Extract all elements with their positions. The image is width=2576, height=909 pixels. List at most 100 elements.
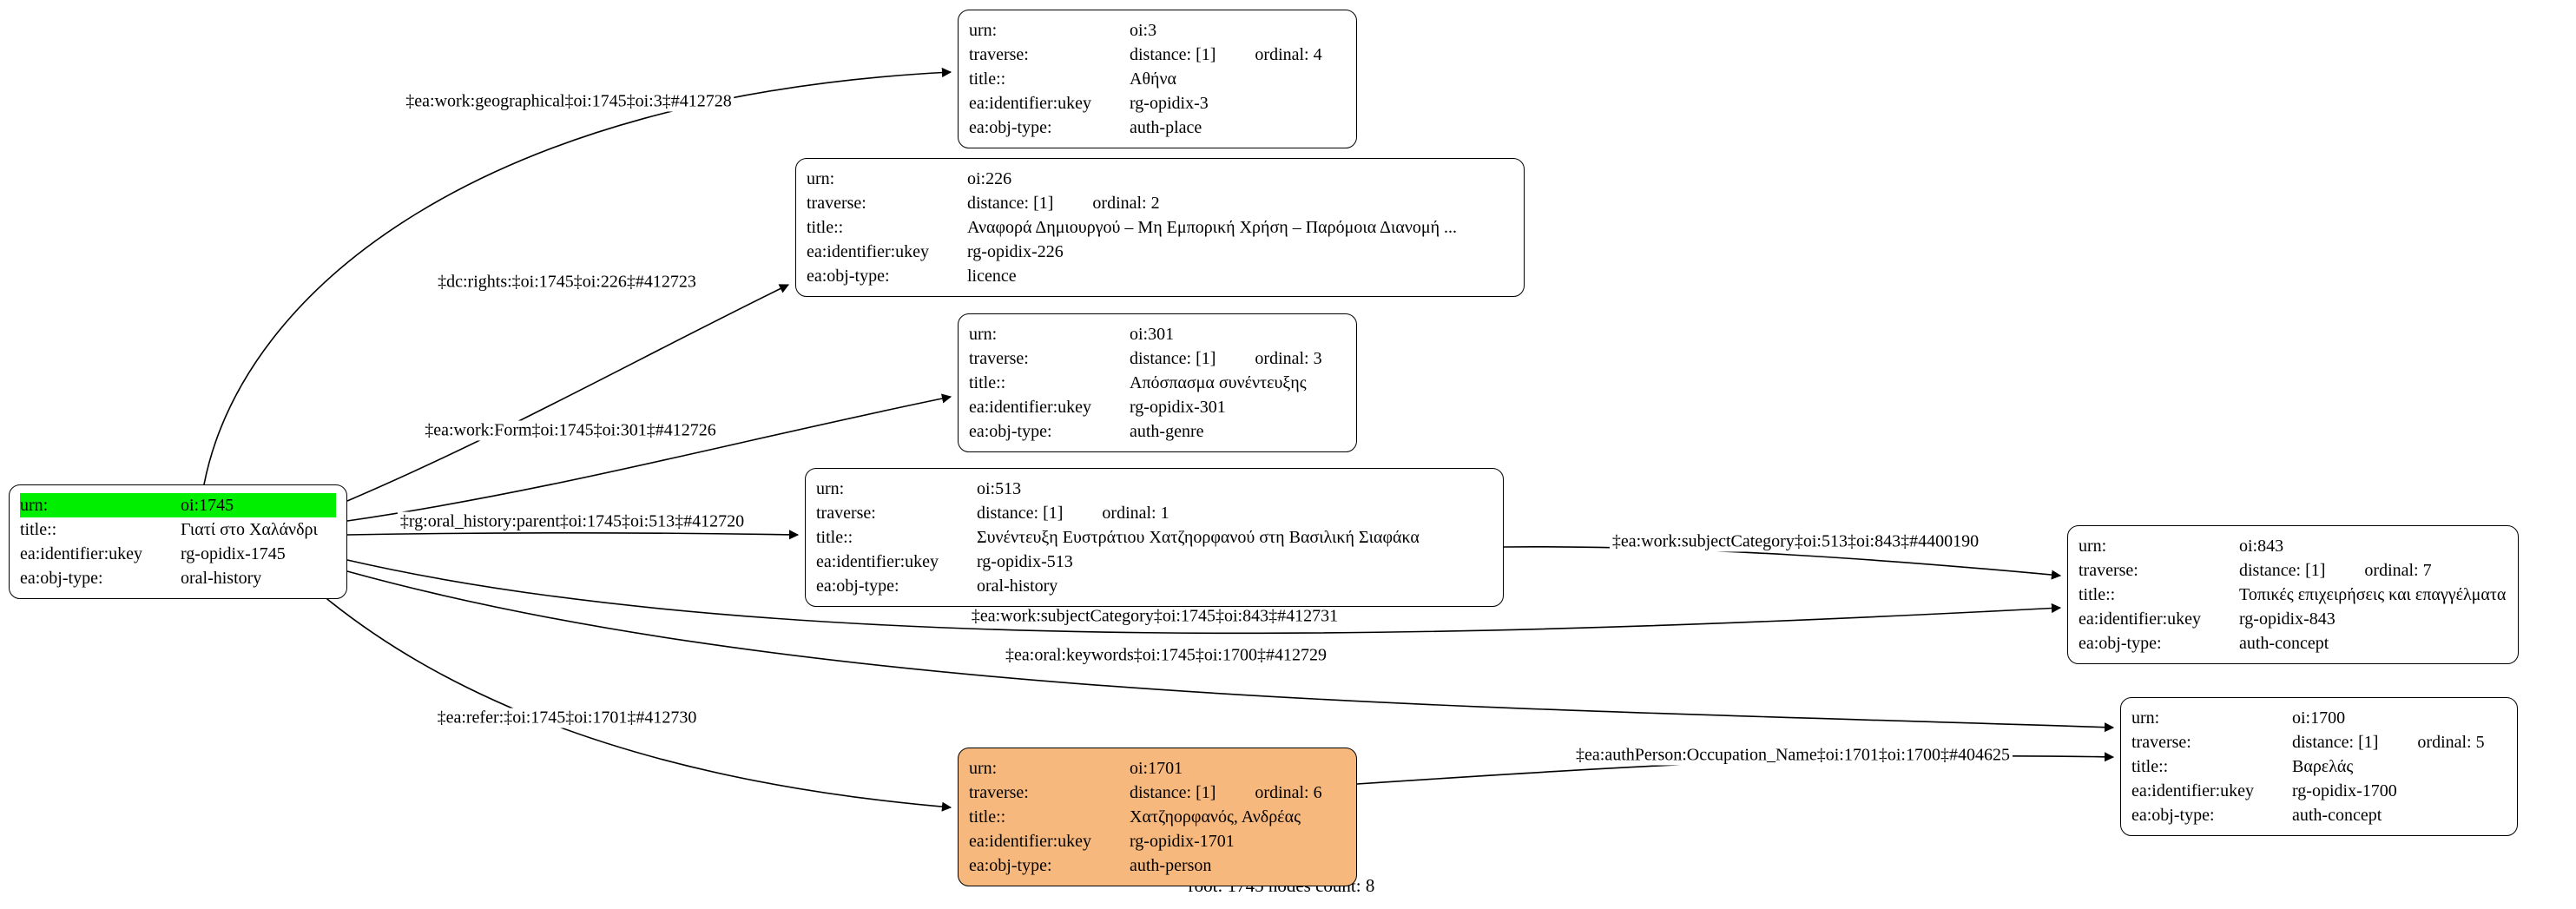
field-label: title:: [2131,757,2169,776]
node-field-row: ea:obj-type: oral-history [20,566,336,590]
field-value: oi:843 [2239,537,2284,556]
field-value: distance: [1] [1130,45,1216,64]
field-label: ea:identifier:ukey [816,552,939,571]
field-value-ordinal: ordinal: 4 [1255,45,1322,64]
edge-label-subject-category-513-843: ‡ea:work:subjectCategory‡oi:513‡oi:843‡#… [1609,531,1982,552]
field-value: oi:301 [1130,325,1175,344]
node-field-row: title::Συνέντευξη Ευστράτιου Χατζηορφανο… [816,525,1492,550]
field-label: ea:obj-type: [20,569,103,588]
node-field-row: traverse:distance: [1]ordinal: 1 [816,501,1492,525]
edge-dc-rights [346,284,790,502]
field-value: rg-opidix-301 [1130,398,1226,417]
field-label: title:: [969,807,1006,827]
field-label: ea:identifier:ukey [2079,609,2202,629]
node-oi-843[interactable]: urn: oi:843 traverse:distance: [1]ordinal:… [2067,525,2519,664]
field-value: distance: [1] [2239,561,2326,580]
field-label: traverse: [969,45,1029,64]
field-value: oi:3 [1130,21,1157,40]
field-value: auth-genre [1130,422,1204,441]
node-field-row: traverse:distance: [1]ordinal: 7 [2079,558,2507,583]
field-value: auth-person [1130,856,1212,875]
node-field-row: urn:oi:1701 [969,756,1346,781]
field-label: title:: [807,218,844,237]
field-label: title:: [816,528,853,547]
node-field-row: ea:obj-type: oral-history [816,574,1492,598]
field-label: ea:obj-type: [816,576,899,596]
edge-label-oral-history-parent: ‡rg:oral_history:parent‡oi:1745‡oi:513‡#… [397,511,748,532]
field-label: traverse: [816,504,876,523]
field-label: traverse: [807,194,866,213]
field-value: distance: [1] [977,504,1064,523]
field-value: oral-history [977,576,1058,596]
field-label: urn: [807,169,835,188]
field-value: rg-opidix-1700 [2292,781,2397,800]
node-field-row: traverse:distance: [1]ordinal: 2 [807,191,1513,215]
field-value: oi:1700 [2292,708,2346,728]
field-value: oral-history [181,569,262,588]
edge-refer [312,586,952,812]
field-label: title:: [969,373,1006,392]
field-label: ea:identifier:ukey [969,94,1092,113]
field-label: title:: [20,520,57,539]
field-label: title:: [969,69,1006,89]
field-value: licence [967,267,1017,286]
node-field-row: urn:oi:1745 [20,493,336,517]
field-value: distance: [1] [1130,783,1216,802]
field-value-ordinal: ordinal: 6 [1255,783,1322,802]
node-field-row: title::Τοπικές επιχειρήσεις και επαγγέλμ… [2079,583,2507,607]
node-field-row: ea:obj-type:auth-concept [2079,631,2507,655]
field-value: oi:1701 [1130,759,1183,778]
node-field-row: title::Χατζηορφανός, Ανδρέας [969,805,1346,829]
field-value: Βαρελάς [2292,757,2354,776]
edge-work-form [346,393,952,522]
field-value: rg-opidix-513 [977,552,1073,571]
node-field-row: title::Βαρελάς [2131,754,2507,779]
edge-subject-category-1745-843 [346,559,2062,635]
node-oi-226[interactable]: urn: oi:226 traverse:distance: [1]ordinal:… [795,158,1525,297]
field-label: ea:identifier:ukey [2131,781,2255,800]
edge-work-geographical [203,67,952,485]
field-label: traverse: [969,349,1029,368]
field-value: Αθήνα [1130,69,1177,89]
edge-label-work-geographical: ‡ea:work:geographical‡oi:1745‡oi:3‡#4127… [403,91,735,112]
node-field-row: ea:identifier:ukey rg-opidix-1700 [2131,779,2507,803]
field-value: distance: [1] [1130,349,1216,368]
field-label: urn: [969,21,998,40]
field-value-ordinal: ordinal: 2 [1092,194,1160,213]
field-label: traverse: [2131,733,2191,752]
field-label: ea:obj-type: [969,118,1052,137]
node-field-row: urn: oi:1700 [2131,706,2507,730]
edge-label-work-form: ‡ea:work:Form‡oi:1745‡oi:301‡#412726 [422,420,719,441]
field-value-ordinal: ordinal: 3 [1255,349,1322,368]
field-value: oi:226 [967,169,1012,188]
field-label: ea:obj-type: [807,267,890,286]
node-field-row: title::Απόσπασμα συνέντευξης [969,371,1346,395]
field-label: urn: [2131,708,2160,728]
field-label: ea:obj-type: [2079,634,2162,653]
field-value: Συνέντευξη Ευστράτιου Χατζηορφανού στη Β… [977,528,1420,547]
node-field-row: ea:obj-type:auth-place [969,115,1346,140]
field-label: ea:obj-type: [969,856,1052,875]
field-value: rg-opidix-1745 [181,544,286,563]
node-field-row: urn: oi:843 [2079,534,2507,558]
node-oi-3[interactable]: urn: oi:3 traverse: distance: [1] ordinal: 4… [958,10,1357,148]
field-label: ea:obj-type: [2131,806,2215,825]
field-label: ea:identifier:ukey [807,242,930,261]
field-value: Αναφορά Δημιουργού – Μη Εμπορική Χρήση –… [967,218,1458,237]
field-value: Γιατί στο Χαλάνδρι [181,520,318,539]
node-field-row: urn: oi:226 [807,167,1513,191]
field-value: Απόσπασμα συνέντευξης [1130,373,1307,392]
field-label: urn: [2079,537,2107,556]
node-field-row: title::Αθήνα [969,67,1346,91]
